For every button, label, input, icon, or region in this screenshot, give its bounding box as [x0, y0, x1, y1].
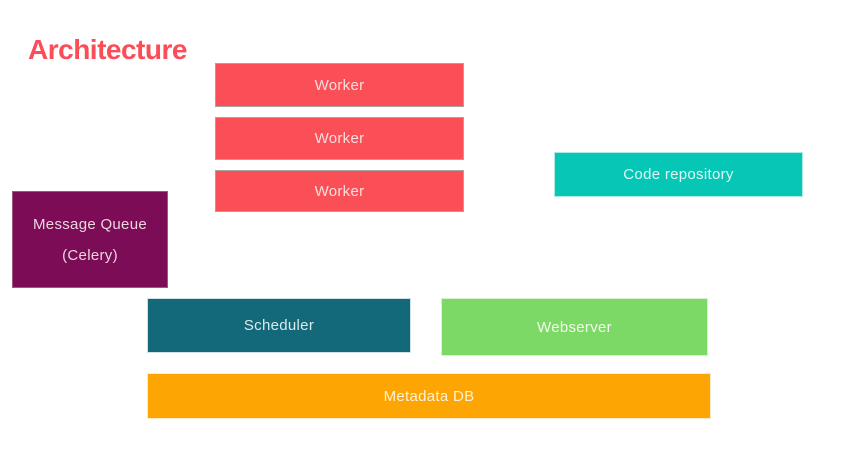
message-queue-label-line1: Message Queue	[33, 215, 147, 233]
code-repository-box: Code repository	[554, 152, 803, 197]
worker-box-2-label: Worker	[314, 130, 365, 147]
message-queue-label-line2: (Celery)	[62, 246, 118, 264]
metadata-db-box: Metadata DB	[147, 373, 711, 419]
webserver-box: Webserver	[441, 298, 708, 356]
worker-box-2: Worker	[215, 117, 464, 160]
worker-box-1-label: Worker	[314, 76, 365, 94]
scheduler-label: Scheduler	[243, 317, 315, 334]
metadata-db-label: Metadata DB	[383, 387, 475, 405]
worker-box-1: Worker	[215, 63, 464, 107]
worker-box-3-label: Worker	[314, 182, 365, 200]
message-queue-box: Message Queue (Celery)	[12, 191, 168, 288]
diagram-title: Architecture	[28, 34, 187, 65]
worker-box-3: Worker	[215, 170, 464, 212]
webserver-label: Webserver	[537, 318, 612, 336]
code-repository-label: Code repository	[623, 166, 734, 183]
scheduler-box: Scheduler	[147, 298, 411, 353]
